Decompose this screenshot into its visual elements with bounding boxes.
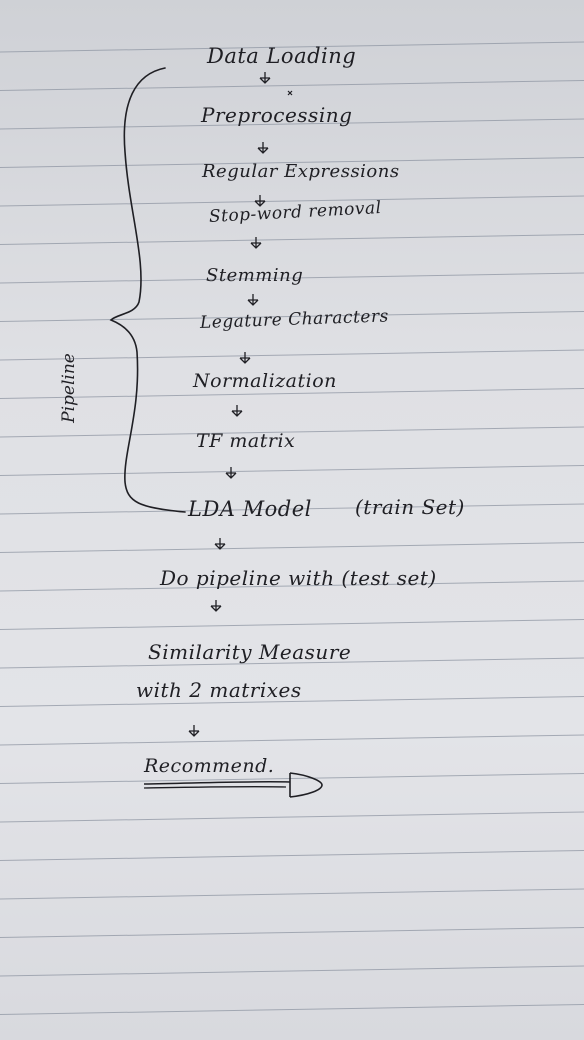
ruled-line [0, 619, 584, 630]
ruled-line [0, 426, 584, 438]
ruled-line [0, 850, 584, 861]
step-preprocessing: Preprocessing [201, 103, 353, 127]
recommend-underline-arrow [143, 772, 323, 798]
train-set-note: (train Set) [355, 495, 465, 519]
ruled-line [0, 580, 584, 592]
down-arrow-icon [225, 467, 237, 479]
ruled-line [0, 118, 584, 130]
down-arrow-icon [247, 294, 259, 306]
ruled-line [0, 811, 584, 823]
stray-pen-mark [287, 90, 293, 96]
ruled-line [0, 542, 584, 553]
ruled-line [0, 388, 584, 399]
ruled-line [0, 157, 584, 168]
ruled-line [0, 80, 584, 91]
ruled-line [0, 349, 584, 361]
down-arrow-icon [188, 725, 200, 737]
step-normalization: Normalization [193, 370, 337, 392]
ruled-line [0, 888, 584, 900]
ruled-line [0, 41, 584, 53]
ruled-line [0, 503, 584, 515]
step-lda-model: LDA Model [188, 497, 312, 521]
ruled-line [0, 734, 584, 746]
ruled-line [0, 965, 584, 977]
down-arrow-icon [257, 142, 269, 154]
step-stemming: Stemming [206, 265, 304, 286]
down-arrow-icon [239, 352, 251, 364]
pipeline-label: Pipeline [59, 353, 79, 423]
down-arrow-icon [231, 405, 243, 417]
step-similarity-measure-line2: with 2 matrixes [136, 678, 302, 702]
ruled-line [0, 657, 584, 669]
ruled-line [0, 465, 584, 476]
step-similarity-measure: Similarity Measure [148, 640, 352, 664]
down-arrow-icon [214, 538, 226, 550]
step-do-pipeline-test-set: Do pipeline with (test set) [160, 566, 437, 590]
ruled-line [0, 773, 584, 784]
ruled-line [0, 272, 584, 284]
pipeline-brace [109, 67, 186, 513]
ruled-line [0, 1004, 584, 1015]
ruled-line [0, 234, 584, 245]
step-recommend: Recommend. [144, 755, 275, 777]
down-arrow-icon [259, 72, 271, 84]
down-arrow-icon [250, 237, 262, 249]
step-data-loading: Data Loading [207, 44, 357, 68]
down-arrow-icon [210, 600, 222, 612]
ruled-line [0, 696, 584, 707]
ruled-line [0, 311, 584, 322]
step-regular-expressions: Regular Expressions [202, 161, 400, 182]
ruled-line [0, 927, 584, 938]
ruled-line [0, 195, 584, 207]
down-arrow-icon [254, 195, 266, 207]
step-tf-matrix: TF matrix [196, 430, 296, 452]
